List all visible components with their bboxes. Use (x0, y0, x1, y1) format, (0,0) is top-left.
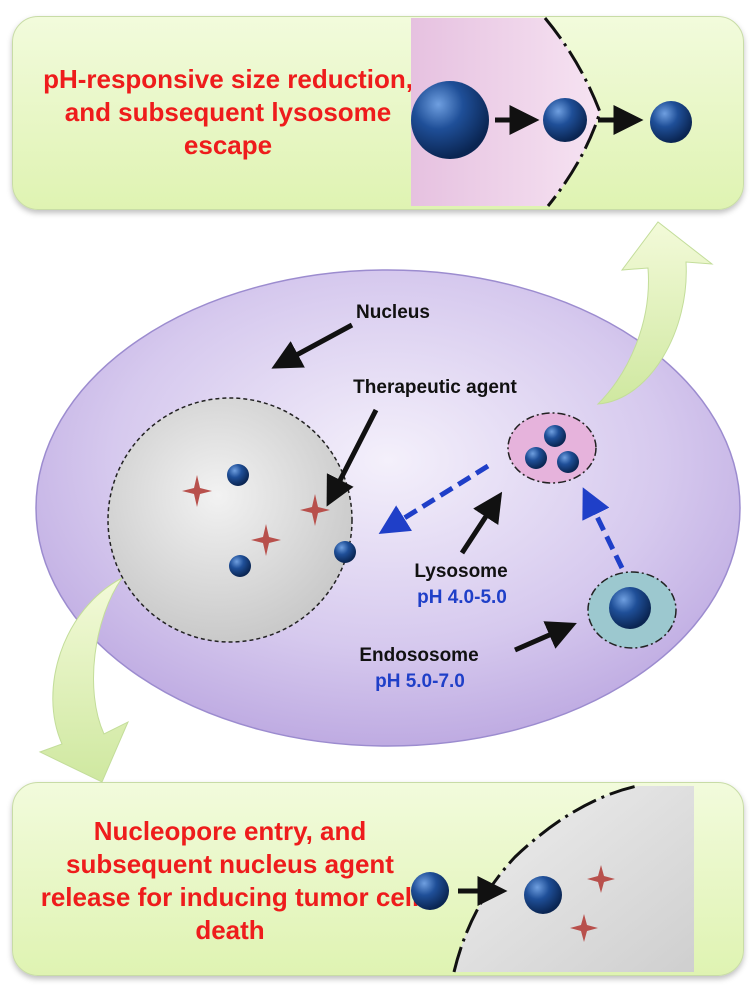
agent-star (182, 475, 212, 507)
small-nanoparticle (650, 101, 692, 143)
therapeutic-agent-label: Therapeutic agent (353, 377, 517, 398)
lysosome (507, 412, 597, 484)
nucleus (107, 397, 353, 643)
nucleus-nanoparticle (334, 541, 356, 563)
endosome-pointer-arrow (514, 621, 577, 653)
endosome-ph-label: pH 5.0-7.0 (375, 671, 465, 692)
endosome (587, 571, 677, 649)
endosome-label: Endososome (359, 645, 478, 666)
agent-star (251, 524, 281, 556)
nucleus-contents (182, 464, 356, 577)
curved-arrow-to-bottom (38, 577, 130, 783)
entering-nanoparticle (411, 872, 449, 910)
top-panel-text: pH-responsive size reduction, and subseq… (43, 64, 413, 160)
nucleus-label: Nucleus (356, 302, 430, 323)
nucleus-nanoparticle (229, 555, 251, 577)
lysosome-pointer-arrow (459, 491, 503, 555)
released-agent-star (570, 914, 598, 942)
nucleus-pointer-arrow (271, 322, 354, 369)
agent-star (300, 494, 330, 526)
large-nanoparticle (411, 81, 489, 159)
top-particle-sequence (411, 81, 692, 159)
bottom-panel-text: Nucleopore entry, and subsequent nucleus… (40, 816, 420, 945)
curved-arrow-to-top (596, 221, 714, 405)
released-agent-star (587, 865, 615, 893)
endosome-to-lysosome-arrow (582, 487, 625, 570)
bottom-particle-sequence (411, 865, 615, 942)
medium-nanoparticle (543, 98, 587, 142)
agent-pointer-arrow (326, 408, 379, 507)
bottom-nucleus-zone (452, 784, 694, 973)
top-membrane-zone (411, 17, 602, 207)
internal-nanoparticle (524, 876, 562, 914)
lysosome-label: Lysosome (414, 561, 507, 582)
nucleus-nanoparticle (227, 464, 249, 486)
lysosome-ph-label: pH 4.0-5.0 (417, 587, 507, 608)
